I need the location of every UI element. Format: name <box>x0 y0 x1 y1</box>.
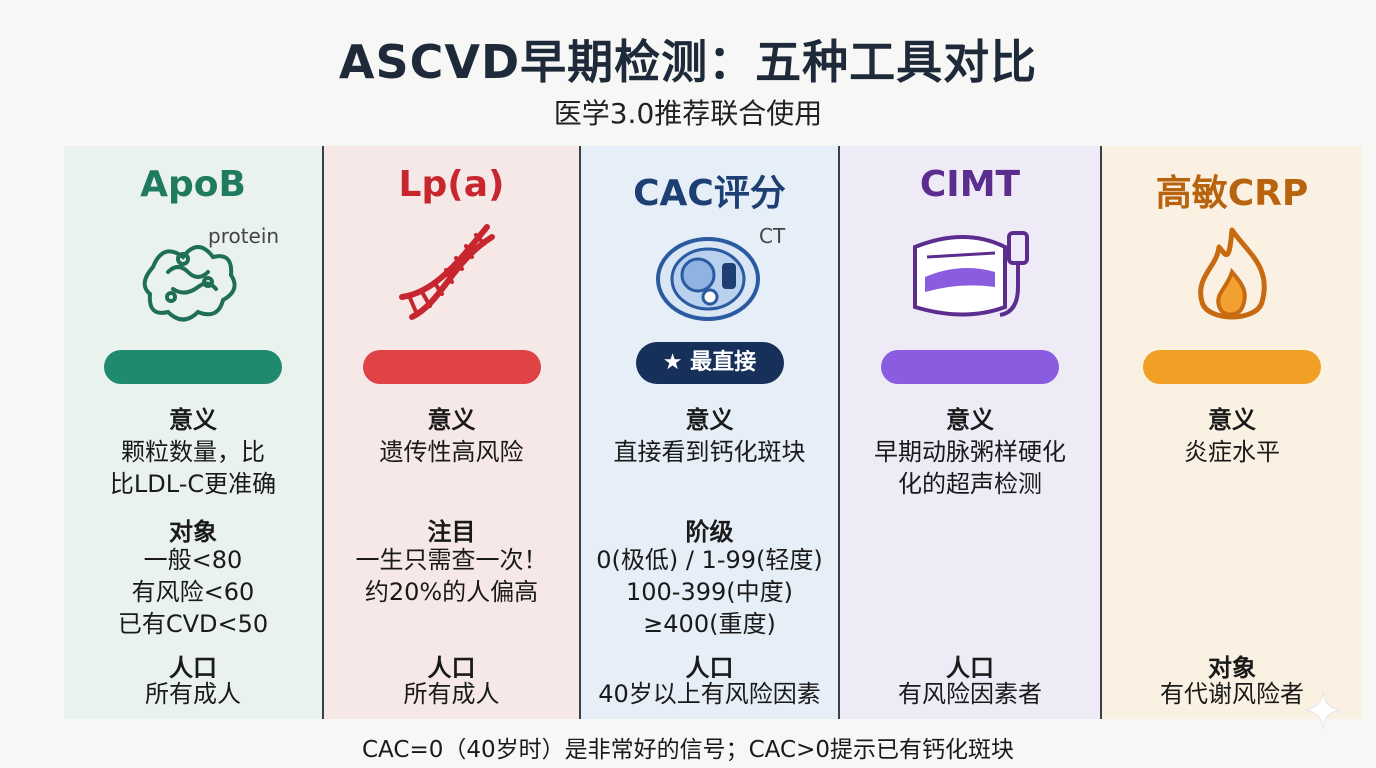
footer-note: CAC=0（40岁时）是非常好的信号；CAC>0提示已有钙化斑块 <box>362 737 1014 763</box>
population-label: 人口 <box>685 654 734 682</box>
column-hscrp: 高敏CRP 意义 炎症水平 对象 有代谢风险者 <box>1100 146 1362 719</box>
icon-area <box>840 222 1100 332</box>
population-text: 有风险因素者 <box>898 680 1042 708</box>
ultrasound-probe-icon <box>913 231 1029 317</box>
color-bar <box>1143 350 1321 384</box>
column-title: ApoB <box>140 164 246 205</box>
meaning-label: 意义 <box>946 406 994 434</box>
meaning-label: 意义 <box>685 406 734 434</box>
icon-area: protein <box>64 222 322 332</box>
note-text: 一生只需查一次！ 约20%的人偏高 <box>330 544 573 608</box>
dna-helix-icon <box>398 224 495 320</box>
population-text: 所有成人 <box>403 680 500 708</box>
population-label: 人口 <box>427 654 476 682</box>
column-cimt: CIMT 意义 早期动脉粥样硬化 化的超声检测 人口 有风险因素者 <box>838 146 1100 719</box>
target-text: 一般<80 有风险<60 已有CVD<50 <box>70 544 316 640</box>
page-subtitle: 医学3.0推荐联合使用 <box>553 97 823 130</box>
population-text: 40岁以上有风险因素 <box>598 680 821 708</box>
flame-icon <box>1198 227 1267 320</box>
comparison-columns: ApoB protein 意义 颗粒数量，比 比LDL-C更准确 对象 一般<8… <box>64 146 1362 719</box>
column-title: 高敏CRP <box>1155 173 1309 214</box>
target-text: 有代谢风险者 <box>1160 680 1304 708</box>
column-title: CAC评分 <box>633 173 786 214</box>
meaning-text: 炎症水平 <box>1184 438 1280 466</box>
sparkle-icon <box>1304 691 1342 729</box>
icon-caption: protein <box>208 224 280 248</box>
note-text-lines: 一生只需查一次！ 约20%的人偏高 <box>355 546 548 606</box>
note-label: 注目 <box>427 518 476 546</box>
population-label: 人口 <box>946 654 994 682</box>
color-bar <box>881 350 1059 384</box>
grade-text: 0(极低) / 1-99(轻度) 100-399(中度) ≥400(重度) <box>587 544 832 640</box>
target-label: 对象 <box>1208 654 1256 682</box>
target-label: 对象 <box>169 518 217 546</box>
most-direct-badge: ★ 最直接 <box>635 342 784 384</box>
icon-area <box>1102 222 1362 332</box>
ct-scan-icon <box>655 237 760 321</box>
column-title: CIMT <box>919 164 1021 205</box>
meaning-text-lines: 早期动脉粥样硬化 化的超声检测 <box>874 438 1066 498</box>
meaning-text: 颗粒数量，比 比LDL-C更准确 <box>70 436 316 500</box>
protein-molecule-icon <box>142 245 237 322</box>
color-bar <box>362 350 541 384</box>
meaning-text: 直接看到钙化斑块 <box>613 438 806 466</box>
column-title: Lp(a) <box>398 164 505 205</box>
meaning-text-lines: 颗粒数量，比 比LDL-C更准确 <box>109 438 277 498</box>
meaning-label: 意义 <box>169 406 217 434</box>
icon-area: CT <box>581 222 838 332</box>
column-lpa: Lp(a) 意义 遗传性高风险 注目 <box>322 146 579 719</box>
column-apob: ApoB protein 意义 颗粒数量，比 比LDL-C更准确 对象 一般<8… <box>64 146 322 719</box>
target-text-lines: 一般<80 有风险<60 已有CVD<50 <box>117 546 269 638</box>
color-bar <box>104 350 282 384</box>
meaning-label: 意义 <box>427 406 476 434</box>
population-label: 人口 <box>169 654 217 682</box>
meaning-text: 遗传性高风险 <box>379 438 524 466</box>
meaning-text: 早期动脉粥样硬化 化的超声检测 <box>846 436 1094 500</box>
meaning-label: 意义 <box>1208 406 1256 434</box>
grade-label: 阶级 <box>685 518 734 546</box>
icon-caption: CT <box>759 224 786 248</box>
population-text: 所有成人 <box>145 680 241 708</box>
icon-area <box>324 222 579 332</box>
page-title: ASCVD早期检测：五种工具对比 <box>338 35 1038 89</box>
column-cac: CAC评分 CT ★ 最直接 意义 直接看到钙化斑块 阶级 0(极低) / 1-… <box>579 146 838 719</box>
grade-text-lines: 0(极低) / 1-99(轻度) 100-399(中度) ≥400(重度) <box>596 546 823 638</box>
